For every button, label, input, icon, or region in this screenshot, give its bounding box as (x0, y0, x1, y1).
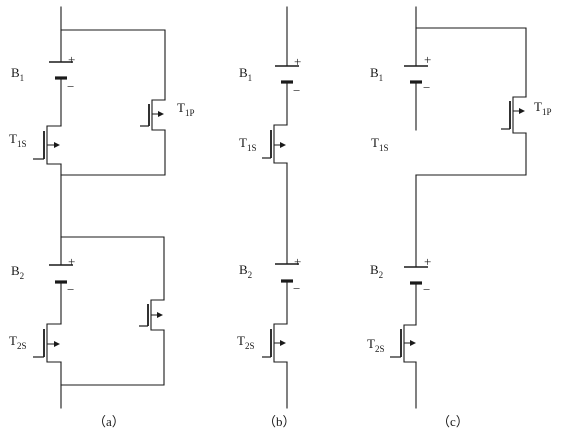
panel-b-battery-b1: + − B1 (239, 54, 301, 98)
panel-a-switch-lower-parallel (139, 299, 165, 331)
panel-a-b2-minus: − (67, 282, 74, 297)
panel-b-caption: （b） (263, 414, 296, 429)
panel-a-t1p-label: T1P (177, 100, 194, 118)
panel-a-t1s-label: T1S (9, 131, 26, 149)
panel-a-switch-t2s: T2S (9, 323, 62, 363)
panel-a-lower-loop (60, 236, 165, 386)
panel-c-b1-plus: + (424, 52, 431, 67)
panel-b-battery-b2: + − B2 (239, 254, 301, 296)
panel-c-b2-minus: − (423, 282, 430, 297)
panel-c-b1-minus: − (423, 80, 430, 95)
panel-a-b2-label: B2 (11, 263, 24, 281)
panel-a-switch-t1s: T1S (9, 125, 62, 165)
panel-c-battery-b2: + − B2 (370, 254, 431, 297)
panel-a-battery-b1: + − B1 (11, 52, 75, 94)
panel-a-switch-t1p: T1P (140, 99, 194, 131)
panel-a: + − B1 + − B2 T1S T1P (9, 6, 194, 429)
panel-c-t2s-label: T2S (367, 336, 384, 354)
panel-b-b2-plus: + (294, 254, 301, 269)
panel-c-t1s-label: T1S (371, 135, 388, 153)
panel-a-b2-plus: + (68, 254, 75, 269)
panel-a-b1-minus: − (67, 79, 74, 94)
panel-a-caption: （a） (93, 414, 125, 429)
panel-a-b1-label: B1 (11, 65, 24, 83)
panel-b-t2s-label: T2S (237, 333, 254, 351)
panel-b-b1-plus: + (294, 54, 301, 69)
panel-b-b1-label: B1 (239, 65, 252, 83)
panel-c-b1-label: B1 (370, 65, 383, 83)
panel-b-switch-t2s: T2S (237, 323, 288, 363)
panel-b-switch-t1s: T1S (239, 124, 288, 164)
panel-c: + − B1 + − B2 T1S T1P T2S (367, 6, 551, 429)
panel-c-b2-label: B2 (370, 262, 383, 280)
panel-a-t2s-label: T2S (9, 333, 26, 351)
panel-b-b1-minus: − (293, 83, 300, 98)
panel-c-b2-plus: + (424, 254, 431, 269)
panel-c-battery-b1: + − B1 (370, 52, 431, 95)
panel-c-t1p-label: T1P (534, 99, 551, 117)
panel-b-t1s-label: T1S (239, 135, 256, 153)
panel-b: + − B1 + − B2 T1S T2S （b） (237, 6, 301, 429)
panel-a-upper-loop (60, 29, 166, 176)
panel-c-switch-t1p: T1P (501, 96, 551, 134)
panel-c-parallel-loop (415, 27, 527, 176)
panel-a-battery-b2: + − B2 (11, 254, 75, 297)
panel-c-switch-t2s: T2S (367, 324, 417, 363)
panel-c-caption: （c） (437, 414, 469, 429)
panel-a-b1-plus: + (68, 52, 75, 67)
panel-b-b2-minus: − (293, 281, 300, 296)
panel-b-b2-label: B2 (239, 262, 252, 280)
